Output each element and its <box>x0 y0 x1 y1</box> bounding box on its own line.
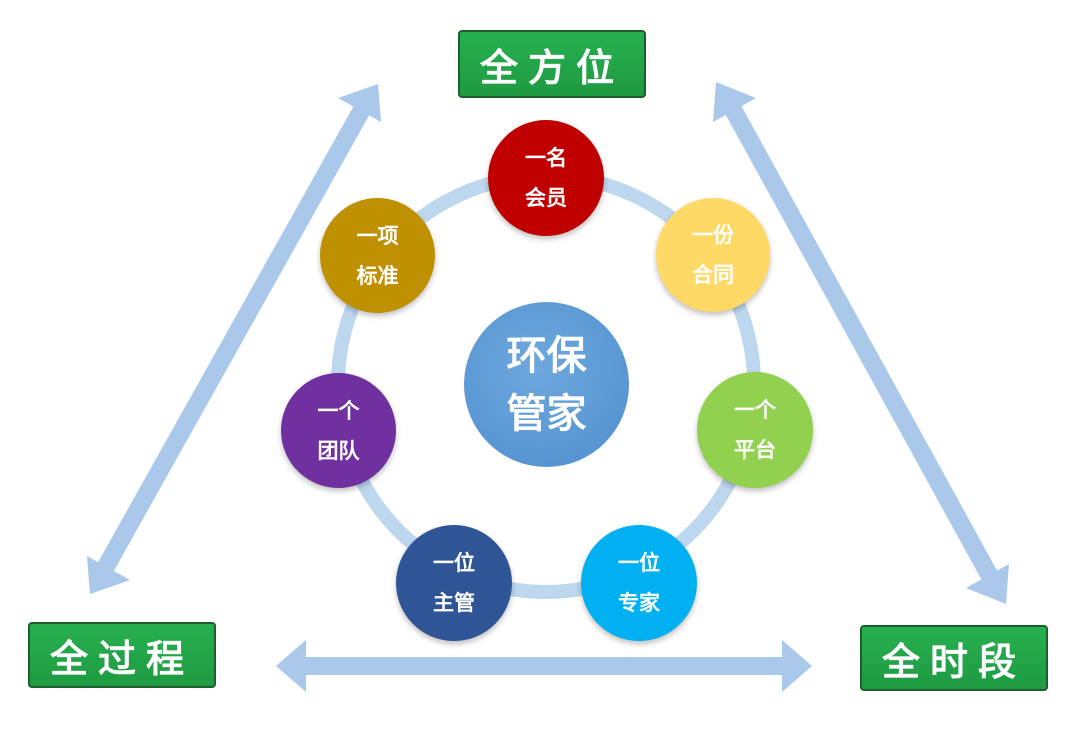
label-quan-fang-wei: 全方位 <box>458 30 646 98</box>
node-member-line1: 一名 <box>525 146 567 170</box>
node-team-line2: 团队 <box>317 438 360 463</box>
node-member-line2: 会员 <box>525 186 567 210</box>
node-expert: 一位 专家 <box>581 525 697 641</box>
label-quan-shi-duan: 全时段 <box>860 625 1048 691</box>
node-team: 一个 团队 <box>281 373 396 488</box>
double-arrow-right <box>713 82 1009 604</box>
center-node-line1: 环保 <box>506 332 587 379</box>
node-contract: 一份 合同 <box>656 198 770 312</box>
label-quan-guo-cheng: 全过程 <box>28 622 216 688</box>
node-supervisor-line2: 主管 <box>433 591 475 615</box>
double-arrow-left <box>87 84 381 594</box>
node-expert-line1: 一位 <box>618 551 660 575</box>
node-contract-line1: 一份 <box>692 223 734 247</box>
node-platform-line2: 平台 <box>734 438 776 462</box>
node-standard: 一项 标准 <box>320 198 435 313</box>
node-platform: 一个 平台 <box>697 372 813 488</box>
center-node-line2: 管家 <box>506 390 587 437</box>
node-supervisor-line1: 一位 <box>433 551 475 575</box>
node-supervisor: 一位 主管 <box>396 525 512 641</box>
node-platform-line1: 一个 <box>734 398 776 422</box>
center-node: 环保 管家 <box>464 302 629 467</box>
node-standard-line2: 标准 <box>356 263 399 288</box>
node-team-line1: 一个 <box>317 398 360 423</box>
node-contract-line2: 合同 <box>692 263 734 287</box>
node-member: 一名 会员 <box>488 120 604 236</box>
double-arrow-bottom <box>276 640 812 692</box>
node-expert-line2: 专家 <box>618 591 660 615</box>
node-standard-line1: 一项 <box>356 223 399 248</box>
